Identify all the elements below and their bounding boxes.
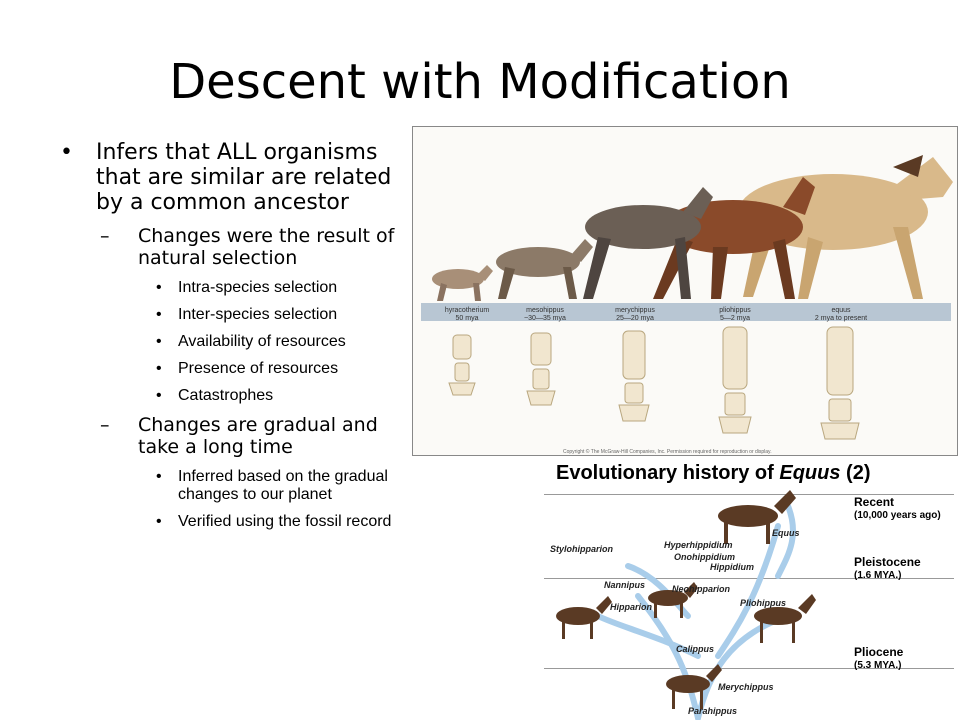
era-divider	[544, 578, 954, 579]
phylogeny-tree	[556, 490, 816, 720]
bullet-level3: • Availability of resources	[56, 333, 411, 351]
foot-bones	[448, 326, 860, 440]
bullet-level3: • Inter-species selection	[56, 306, 411, 324]
horse-equus-icon	[718, 490, 796, 544]
horse-neohipparion-icon	[648, 582, 698, 618]
bullet-dot-icon: •	[156, 468, 162, 485]
bullet-level1: • Infers that ALL organisms that are sim…	[56, 140, 411, 215]
taxon-label: Calippus	[676, 644, 715, 654]
stage-label: mesohippus~30—35 mya	[524, 307, 566, 322]
bullet-level3: • Inferred based on the gradual changes t…	[56, 468, 411, 504]
bullet-level3: • Presence of resources	[56, 360, 411, 378]
bullet-text: Availability of resources	[178, 333, 346, 350]
taxon-label: Pliohippus	[740, 598, 786, 608]
bullet-text: Inferred based on the gradual changes to…	[178, 468, 388, 503]
taxon-label: Equus	[772, 528, 800, 538]
bullet-text: Presence of resources	[178, 360, 339, 377]
horse-merychippus-icon	[666, 664, 722, 709]
horse-evolution-illustration	[421, 155, 953, 440]
bullet-dot-icon: •	[156, 513, 162, 530]
bullet-text: Intra-species selection	[178, 279, 338, 296]
era-divider	[544, 668, 954, 669]
era-divider	[544, 494, 954, 495]
horse-hipparion-icon	[556, 596, 612, 639]
bullet-level3: • Intra-species selection	[56, 279, 411, 297]
bullet-list: • Infers that ALL organisms that are sim…	[56, 140, 411, 540]
bullet-text: Verified using the fossil record	[178, 513, 392, 530]
era-pleistocene: Pleistocene(1.6 MYA.)	[854, 555, 921, 582]
taxon-label: Hyperhippidium	[664, 540, 733, 550]
bullet-dot-icon: •	[156, 279, 162, 296]
era-recent: Recent(10,000 years ago)	[854, 495, 941, 522]
bullet-text: Infers that ALL organisms that are simil…	[96, 140, 392, 215]
bullet-text: Changes are gradual and take a long time	[138, 414, 378, 458]
bullet-level3: • Catastrophes	[56, 387, 411, 405]
taxon-label: Neohipparion	[672, 584, 730, 594]
bullet-dash-icon: –	[100, 414, 110, 436]
figure-copyright: Copyright © The McGraw-Hill Companies, I…	[563, 449, 772, 455]
bullet-dot-icon: •	[156, 306, 162, 323]
taxon-label: Hipparion	[610, 602, 652, 612]
horse-pliohippus-icon	[754, 594, 816, 643]
taxon-label: Hippidium	[710, 562, 754, 572]
bullet-level2: – Changes are gradual and take a long ti…	[56, 414, 411, 458]
slide-title: Descent with Modification	[169, 54, 791, 110]
horse-mesohippus-icon	[496, 239, 593, 299]
horse-merychippus-icon	[583, 187, 713, 299]
bullet-text: Changes were the result of natural selec…	[138, 225, 395, 269]
bullet-level2: – Changes were the result of natural sel…	[56, 225, 411, 269]
taxon-label: Onohippidium	[674, 552, 735, 562]
bullet-level3: • Verified using the fossil record	[56, 513, 411, 531]
horse-hyracotherium-icon	[432, 265, 493, 301]
bullet-dot-icon: •	[156, 387, 162, 404]
taxon-label: Parahippus	[688, 706, 738, 716]
taxon-label: Stylohipparion	[550, 544, 613, 554]
bullet-dot-icon: •	[156, 360, 162, 377]
era-pliocene: Pliocene(5.3 MYA.)	[854, 645, 904, 672]
bullet-dash-icon: –	[100, 225, 110, 247]
bullet-dot-icon: •	[60, 140, 73, 165]
taxon-label: Nannipus	[604, 580, 646, 590]
bullet-text: Inter-species selection	[178, 306, 338, 323]
figure2-title: Evolutionary history of Equus (2)	[556, 462, 871, 484]
taxon-label: Merychippus	[718, 682, 774, 692]
bullet-dot-icon: •	[156, 333, 162, 350]
bullet-text: Catastrophes	[178, 387, 274, 404]
equus-history-figure: Evolutionary history of Equus (2) Recent…	[538, 456, 960, 720]
